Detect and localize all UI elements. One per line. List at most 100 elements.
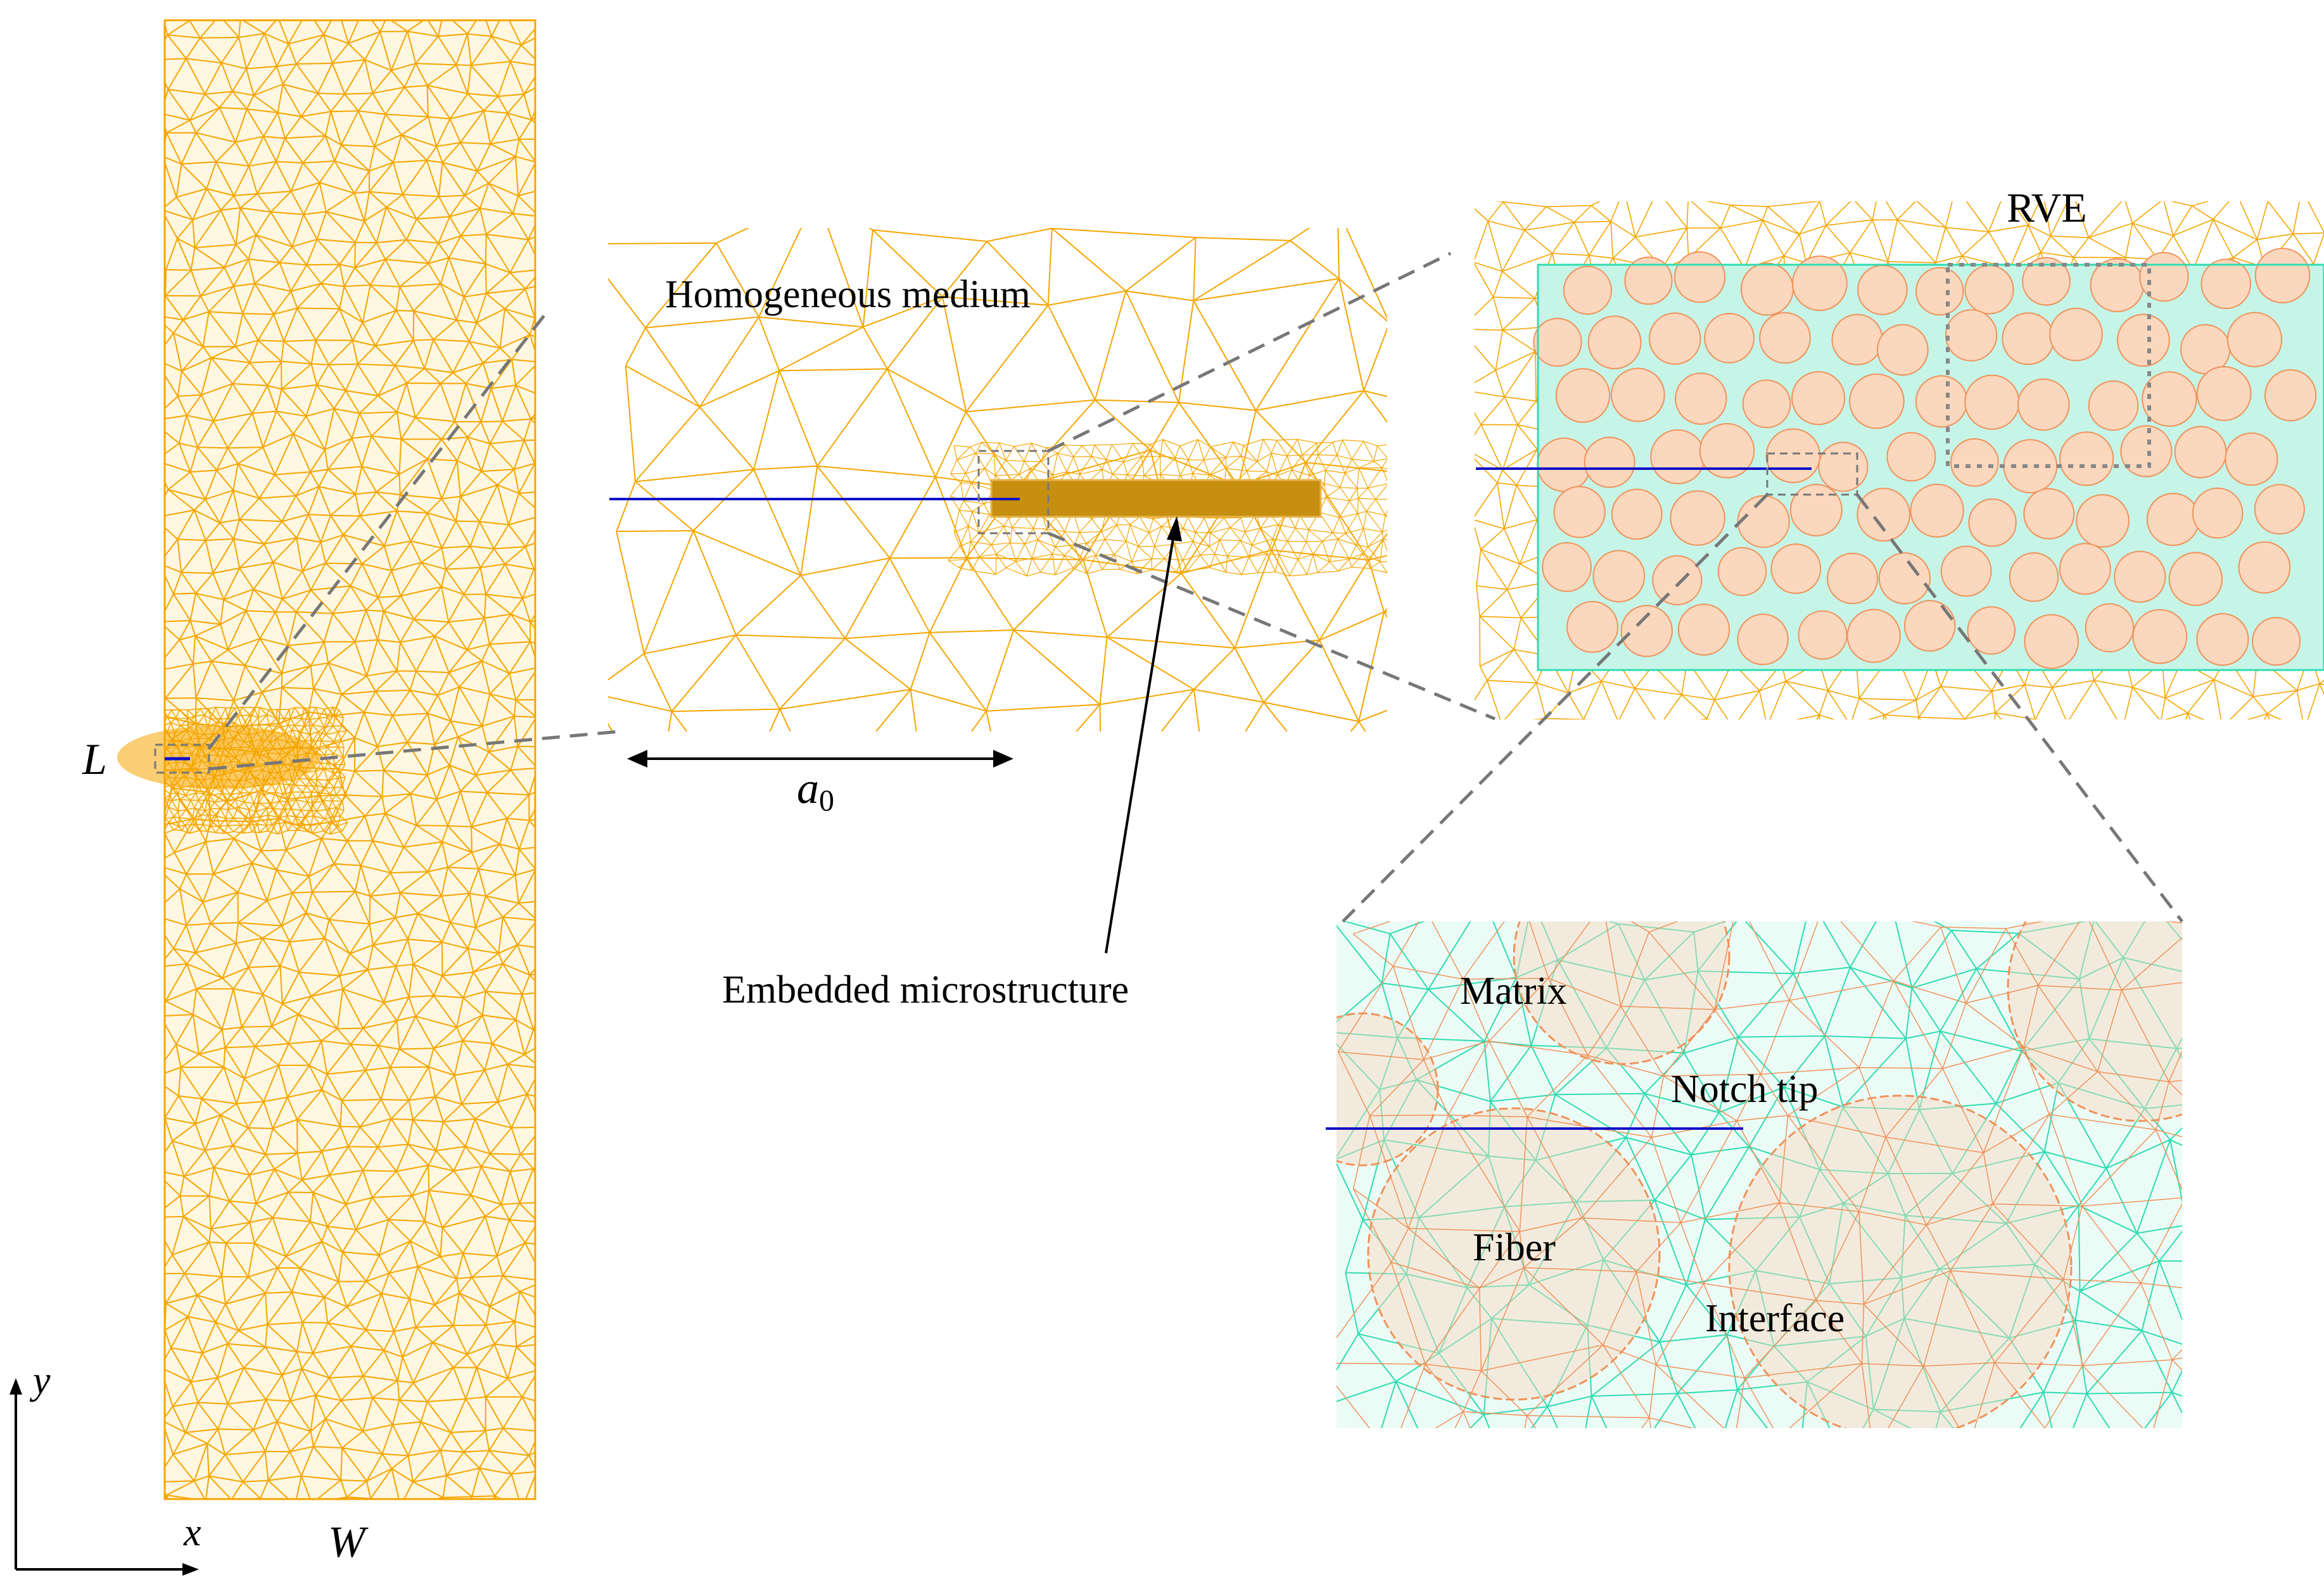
label-embedded-microstructure: Embedded microstructure <box>722 968 1129 1011</box>
fiber <box>1857 265 1908 315</box>
fiber <box>1624 256 1673 305</box>
fiber <box>1827 552 1879 604</box>
label-homogeneous-medium: Homogeneous medium <box>665 273 1031 316</box>
coordinate-axes <box>10 1378 199 1576</box>
fiber <box>2076 494 2130 548</box>
crack-length-arrow-right <box>993 750 1013 768</box>
fiber <box>2120 425 2173 478</box>
fiber <box>1770 543 1822 594</box>
rve-panel <box>1475 201 2324 719</box>
fiber <box>2200 258 2251 310</box>
fiber <box>2090 258 2145 312</box>
fiber <box>1677 604 1730 656</box>
label-dimension-w: W <box>328 1518 369 1567</box>
fiber <box>2196 366 2252 421</box>
fiber <box>2049 307 2103 362</box>
fiber <box>1670 490 1725 546</box>
fiber <box>1650 429 1706 484</box>
label-matrix: Matrix <box>1460 970 1567 1013</box>
fiber-array <box>1533 248 2317 669</box>
fiber <box>1592 550 1646 603</box>
rve-zoom-box <box>1766 452 1858 496</box>
fiber <box>1765 428 1821 483</box>
crack-length-arrow-left <box>627 750 647 768</box>
fiber <box>1537 437 1592 492</box>
label-crack-length: a0 <box>797 764 834 818</box>
fiber <box>2024 614 2079 669</box>
fiber <box>2142 371 2197 427</box>
label-interface: Interface <box>1705 1297 1845 1340</box>
fiber <box>2114 550 2166 603</box>
crack-tip-refinement <box>117 726 320 789</box>
zoom-fiber <box>1513 921 1730 1065</box>
fiber <box>1849 373 1905 429</box>
fiber <box>1915 267 1964 316</box>
label-notch-tip: Notch tip <box>1671 1068 1818 1111</box>
fiber <box>2146 493 2200 547</box>
pointer-arrowhead <box>1167 516 1182 541</box>
zoom-fiber <box>1367 1107 1661 1401</box>
mesh-edges <box>1337 921 2182 1428</box>
homogeneous-medium-panel <box>608 228 1387 731</box>
label-rve: RVE <box>2007 185 2087 231</box>
fiber <box>1566 600 1618 653</box>
fiber <box>1704 313 1755 364</box>
fiber <box>1542 542 1592 592</box>
fiber <box>1945 309 1998 362</box>
fiber <box>1737 495 1790 548</box>
fiber <box>1846 609 1901 663</box>
fiber <box>2226 312 2283 367</box>
fiber <box>2196 613 2249 666</box>
fiber <box>2225 432 2278 486</box>
fiber <box>1831 313 1883 365</box>
guide-middle-lower <box>1048 531 1495 721</box>
specimen-zoom-box <box>154 744 210 774</box>
fiber <box>2254 248 2311 303</box>
fiber <box>1717 547 1767 597</box>
specimen-panel <box>117 19 537 1500</box>
fiber <box>1792 255 1848 312</box>
fiber <box>2238 541 2291 594</box>
embedded-pointer <box>1105 516 1182 954</box>
label-axis-y: y <box>29 1359 51 1402</box>
fiber <box>1818 441 1869 492</box>
fiber <box>2002 312 2055 365</box>
pointer-line <box>1105 526 1176 954</box>
fiber <box>2059 431 2114 486</box>
guide-specimen-upper <box>208 313 546 750</box>
fiber <box>1620 605 1673 657</box>
fiber <box>1857 488 1911 542</box>
y-axis-arrowhead <box>10 1378 22 1395</box>
fiber <box>1584 436 1635 488</box>
guide-rve-right <box>1856 493 2183 923</box>
fiber <box>1915 375 1968 428</box>
zoom-background <box>1337 921 2182 1428</box>
fiber <box>1740 262 1794 316</box>
fiber <box>2252 617 2301 666</box>
mesh-edges <box>165 20 535 1499</box>
fiber <box>2139 251 2189 302</box>
fiber <box>1675 372 1727 425</box>
rve-box <box>1946 263 2151 468</box>
fiber <box>1587 315 1642 370</box>
fiber <box>2168 552 2223 606</box>
fiber <box>1737 613 1789 666</box>
fiber <box>2174 426 2227 479</box>
fiber <box>1611 488 1663 540</box>
guide-middle-upper <box>1047 251 1452 453</box>
fiber <box>2254 484 2305 535</box>
fiber <box>1940 545 1992 597</box>
fiber <box>1791 371 1846 426</box>
label-axis-x: x <box>183 1511 201 1554</box>
fiber <box>1649 312 1701 365</box>
fiber <box>2088 380 2139 431</box>
fiber <box>1968 498 2017 547</box>
fiber <box>1964 265 2014 315</box>
fiber <box>1742 379 1791 429</box>
fiber <box>1789 483 1843 536</box>
fiber <box>1964 374 2020 430</box>
guide-rve-left <box>1342 493 1768 923</box>
fiber <box>1950 438 1999 487</box>
